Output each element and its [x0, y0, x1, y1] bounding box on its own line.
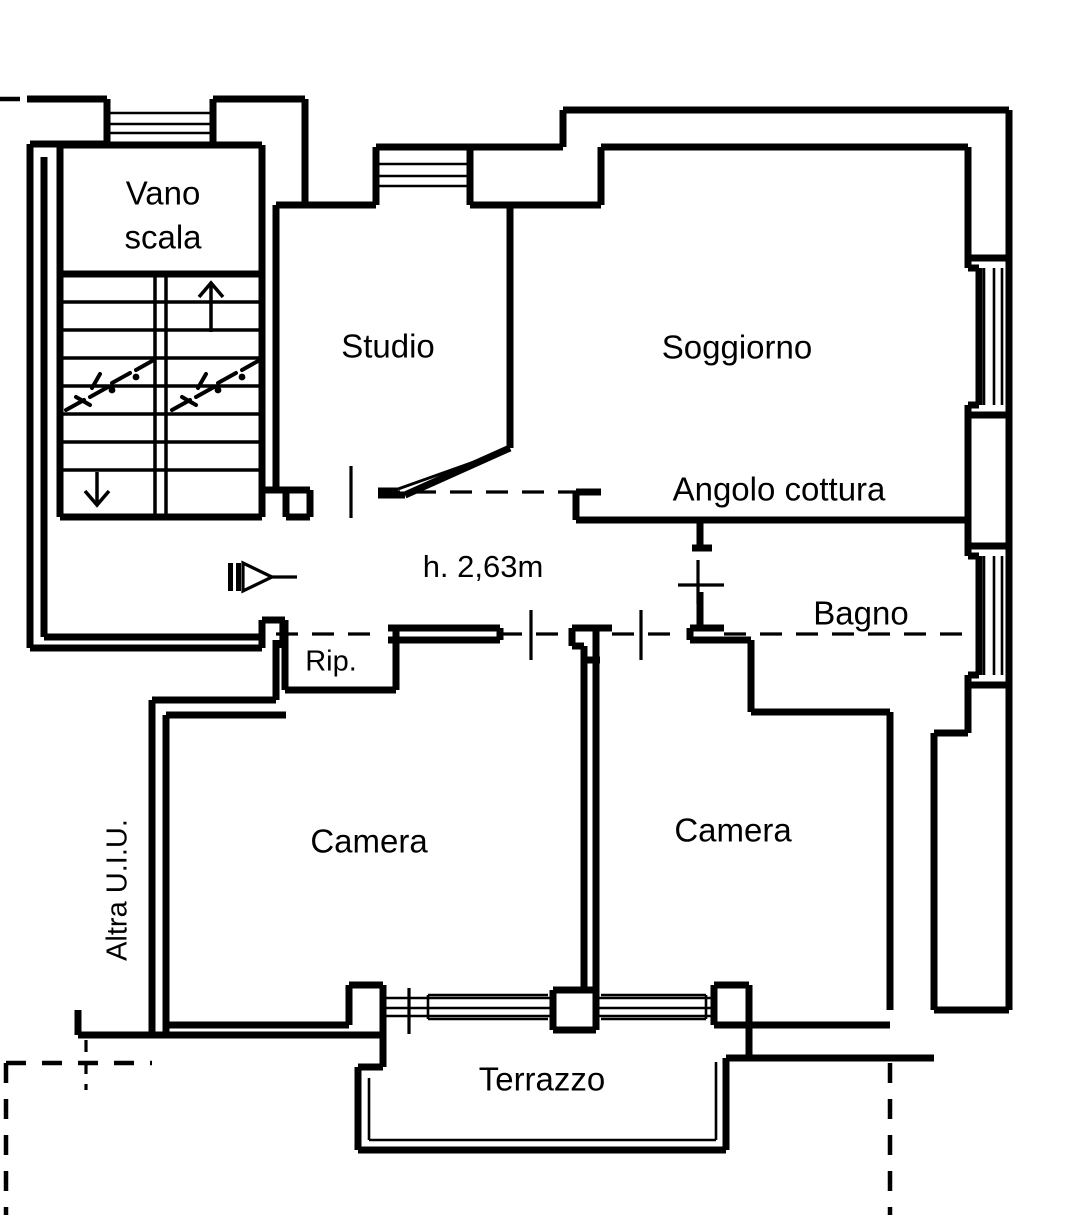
annotation-ceiling-height: h. 2,63m [423, 549, 544, 584]
boundary-corner-stubs [74, 1010, 152, 1039]
annotation-altra-uiu: Altra U.I.U. [102, 819, 134, 961]
window-bagno-right [982, 556, 1004, 675]
window-studio-top [376, 162, 470, 188]
wall-group-outer [26, 95, 1013, 1014]
room-label-bagno: Bagno [813, 595, 908, 632]
window-vano-scala-top [107, 111, 213, 135]
window-terrazzo-left [383, 993, 553, 1021]
corridor-axis-dashed [276, 490, 968, 636]
wall-group-terrace [152, 981, 934, 1154]
room-label-vano-scala-line2: scala [124, 219, 202, 256]
wall-divider-cameras [568, 624, 612, 990]
window-soggiorno-right [982, 268, 1004, 405]
stair-break-line-left [64, 359, 154, 412]
stair-up-arrow [197, 280, 225, 332]
room-label-studio: Studio [341, 328, 435, 365]
stair-break-line-right [170, 359, 260, 412]
room-label-terrazzo: Terrazzo [479, 1061, 606, 1098]
wall-group-ripostiglio [148, 616, 504, 1035]
room-label-camera-right: Camera [674, 812, 792, 849]
room-label-vano-scala-line1: Vano [126, 175, 201, 212]
room-label-angolo-cottura: Angolo cottura [673, 471, 886, 508]
wall-group-soggiorno [572, 488, 968, 1010]
studio-angled-wall-inner [378, 450, 503, 491]
room-label-ripostiglio: Rip. [305, 646, 357, 678]
stair-down-arrow [83, 472, 111, 508]
entrance-door-arrow [228, 560, 297, 594]
opening-tick-marks [279, 466, 724, 1034]
room-label-soggiorno: Soggiorno [662, 329, 812, 366]
room-label-camera-left: Camera [310, 823, 428, 860]
terrace-railing [367, 1062, 718, 1142]
property-boundary-dashed [0, 96, 893, 1215]
window-terrazzo-right [596, 993, 714, 1021]
